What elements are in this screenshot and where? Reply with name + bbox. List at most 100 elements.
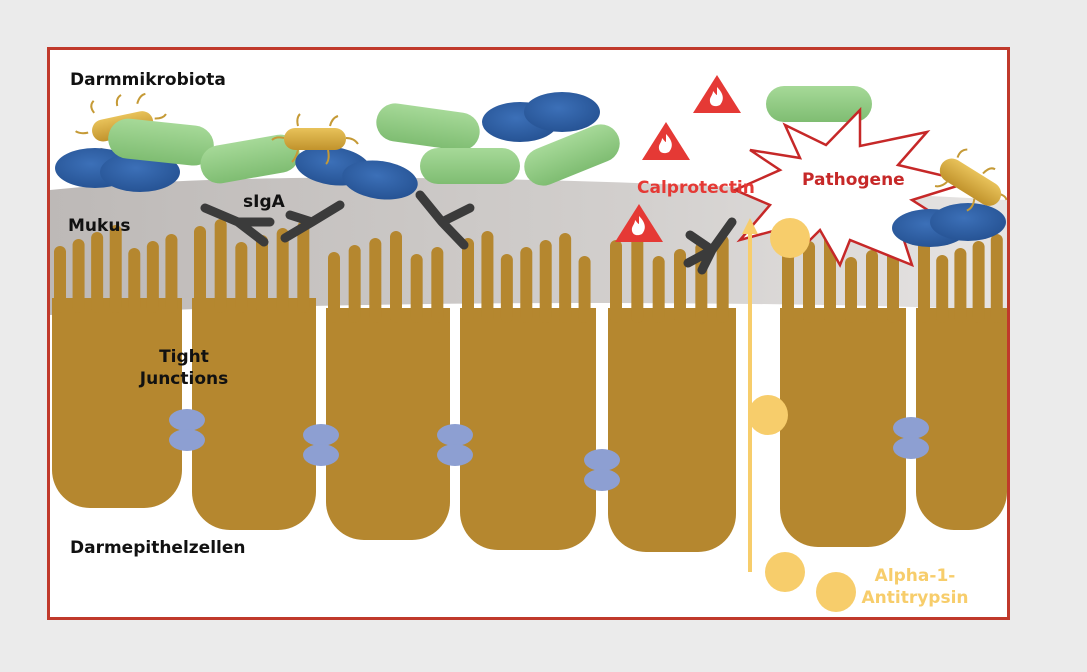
- microvillus: [520, 247, 533, 323]
- microvilli: [54, 219, 1003, 323]
- microvillus: [610, 240, 622, 323]
- tight-junction-protein: [303, 444, 339, 466]
- label-tight-junctions-line2: Junctions: [139, 369, 229, 389]
- microvillus: [256, 235, 268, 313]
- bacterium-green: [108, 118, 214, 166]
- microvillus: [990, 234, 1003, 323]
- microvillus: [462, 238, 474, 323]
- tight-junction-protein: [893, 417, 929, 439]
- microvillus: [631, 233, 644, 323]
- label-tight-junctions: Tight Junctions: [136, 346, 232, 390]
- tight-junction-protein: [893, 437, 929, 459]
- microvillus: [918, 232, 930, 323]
- epithelial-cell-apex: [780, 308, 906, 368]
- antibody-icon: [415, 190, 475, 250]
- microvillus: [328, 252, 340, 323]
- epithelial-cell: [608, 308, 736, 552]
- diagram-frame: Darmmikrobiota Mukus sIgA Tight Junction…: [47, 47, 1010, 620]
- microvillus: [954, 248, 967, 323]
- microvillus: [72, 239, 85, 313]
- epithelial-cell-apex: [326, 308, 450, 368]
- bacterium-green: [524, 124, 620, 186]
- alpha1-antitrypsin-molecule: [816, 572, 856, 612]
- antibody-icon: [280, 200, 345, 243]
- microvillus: [887, 243, 899, 323]
- calprotectin-icons: [615, 75, 741, 242]
- microvillus: [578, 256, 591, 323]
- bacterium-blue: [930, 203, 1006, 241]
- microvillus: [559, 233, 572, 323]
- antibody-icon: [683, 217, 737, 275]
- microvillus: [54, 246, 66, 313]
- bacterium-green: [766, 86, 872, 122]
- microvillus: [297, 221, 310, 313]
- label-microbiota: Darmmikrobiota: [70, 70, 226, 90]
- epithelial-cell: [460, 308, 596, 550]
- microvillus: [972, 241, 985, 323]
- label-mucus: Mukus: [68, 216, 131, 236]
- microvillus: [109, 225, 122, 313]
- alpha1-antitrypsin-molecule: [770, 218, 810, 258]
- microvillus: [539, 240, 552, 323]
- tight-junctions: [169, 409, 929, 491]
- epithelial-cell-apex: [608, 308, 736, 368]
- microvillus: [652, 256, 665, 323]
- microvillus: [845, 257, 857, 323]
- microvillus: [369, 238, 382, 323]
- microvillus: [824, 234, 836, 323]
- label-alpha1-antitrypsin: Alpha-1- Antitrypsin: [860, 565, 970, 609]
- antibody-icon: [200, 203, 275, 247]
- microvillus: [803, 241, 815, 323]
- flame-warning-triangle-icon: [615, 204, 663, 242]
- microvillus: [936, 255, 949, 323]
- alpha1-antitrypsin-molecule: [748, 395, 788, 435]
- microvillus: [782, 248, 794, 323]
- microvillus: [91, 232, 104, 313]
- tight-junction-protein: [437, 424, 473, 446]
- epithelial-cells: [52, 298, 1007, 552]
- bacterium-green: [200, 134, 300, 184]
- label-calprotectin: Calprotectin: [637, 178, 755, 198]
- bacterium-gold: [934, 148, 1007, 212]
- microvillus: [410, 254, 423, 323]
- bacterium-blue: [342, 160, 418, 200]
- label-tight-junctions-line1: Tight: [159, 347, 209, 367]
- epithelial-cell-apex: [192, 298, 316, 358]
- bacterium-green: [420, 148, 520, 184]
- microvillus: [481, 231, 494, 323]
- flame-warning-triangle-icon: [642, 122, 690, 160]
- tight-junction-protein: [169, 409, 205, 431]
- alpha1-antitrypsin-molecule: [765, 552, 805, 592]
- label-a1at-line1: Alpha-1-: [874, 566, 956, 586]
- microvillus: [866, 250, 878, 323]
- microvillus: [276, 228, 289, 313]
- gut-barrier-illustration: [50, 75, 1007, 612]
- tight-junction-protein: [169, 429, 205, 451]
- microvillus: [146, 241, 159, 313]
- tight-junction-protein: [437, 444, 473, 466]
- microvillus: [128, 248, 141, 313]
- leaky-gap: [740, 365, 770, 520]
- microvillus: [390, 231, 402, 323]
- microvillus: [214, 219, 227, 313]
- bacterium-gold: [271, 113, 359, 165]
- microvillus: [348, 245, 361, 323]
- microvillus: [194, 226, 206, 313]
- microvillus: [500, 254, 513, 323]
- tight-junction-protein: [584, 469, 620, 491]
- arrowhead: [742, 218, 758, 234]
- microvillus: [716, 235, 729, 323]
- label-epithelium: Darmepithelzellen: [70, 538, 246, 558]
- bacterium-blue: [524, 92, 600, 132]
- microvillus: [431, 247, 444, 323]
- bacterium-green: [376, 103, 480, 151]
- tight-junction-protein: [584, 449, 620, 471]
- tight-junction-protein: [303, 424, 339, 446]
- microvillus: [165, 234, 178, 313]
- label-siga: sIgA: [243, 192, 285, 212]
- label-a1at-line2: Antitrypsin: [861, 588, 969, 608]
- label-pathogens: Pathogene: [802, 170, 905, 190]
- microvillus: [674, 249, 686, 323]
- microvillus: [235, 242, 248, 313]
- flame-warning-triangle-icon: [693, 75, 741, 113]
